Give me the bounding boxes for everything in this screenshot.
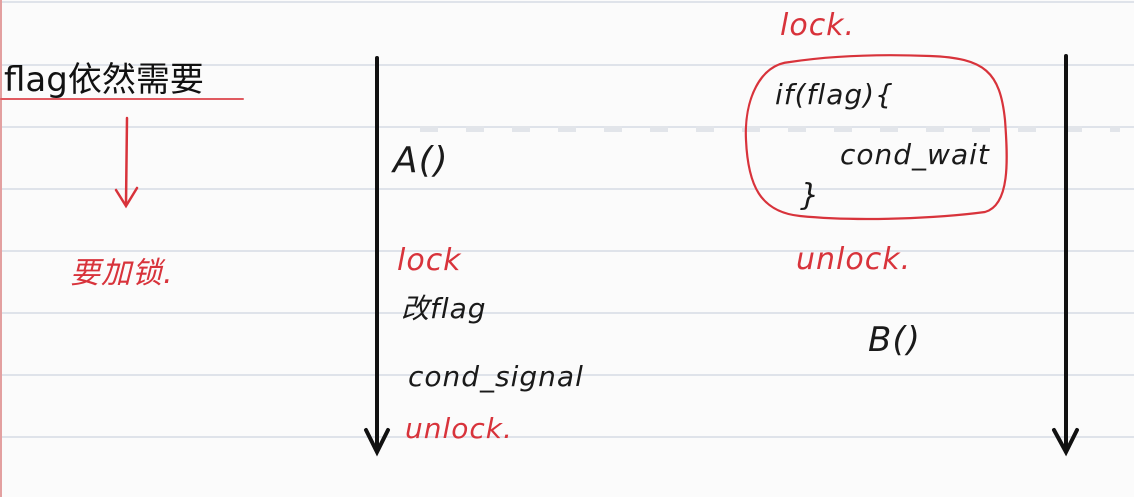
thread-b-unlock: unlock. xyxy=(796,242,912,277)
page-heading: flag依然需要 xyxy=(4,60,204,100)
thread-b-cond-wait: cond_wait xyxy=(840,138,990,171)
dashed-guide-line xyxy=(420,126,1120,132)
thread-a-unlock: unlock. xyxy=(405,412,513,445)
thread-a-set-flag: 改flag xyxy=(401,292,487,325)
lock-needed-note: 要加锁. xyxy=(70,256,174,291)
thread-a-label: A() xyxy=(393,140,449,181)
thread-b-close-brace: } xyxy=(800,178,821,213)
page-margin-line xyxy=(0,0,2,497)
thread-b-label: B() xyxy=(868,320,921,360)
thread-b-timeline-arrow xyxy=(1052,54,1079,457)
thread-a-timeline-arrow xyxy=(364,56,390,457)
red-down-arrow xyxy=(114,116,139,209)
heading-underline xyxy=(0,98,244,100)
thread-b-if-flag: if(flag){ xyxy=(775,78,894,111)
thread-a-cond-signal: cond_signal xyxy=(408,360,584,393)
if-block-outline xyxy=(744,54,1008,221)
thread-b-lock: lock. xyxy=(780,8,856,43)
thread-a-lock: lock xyxy=(397,243,462,278)
